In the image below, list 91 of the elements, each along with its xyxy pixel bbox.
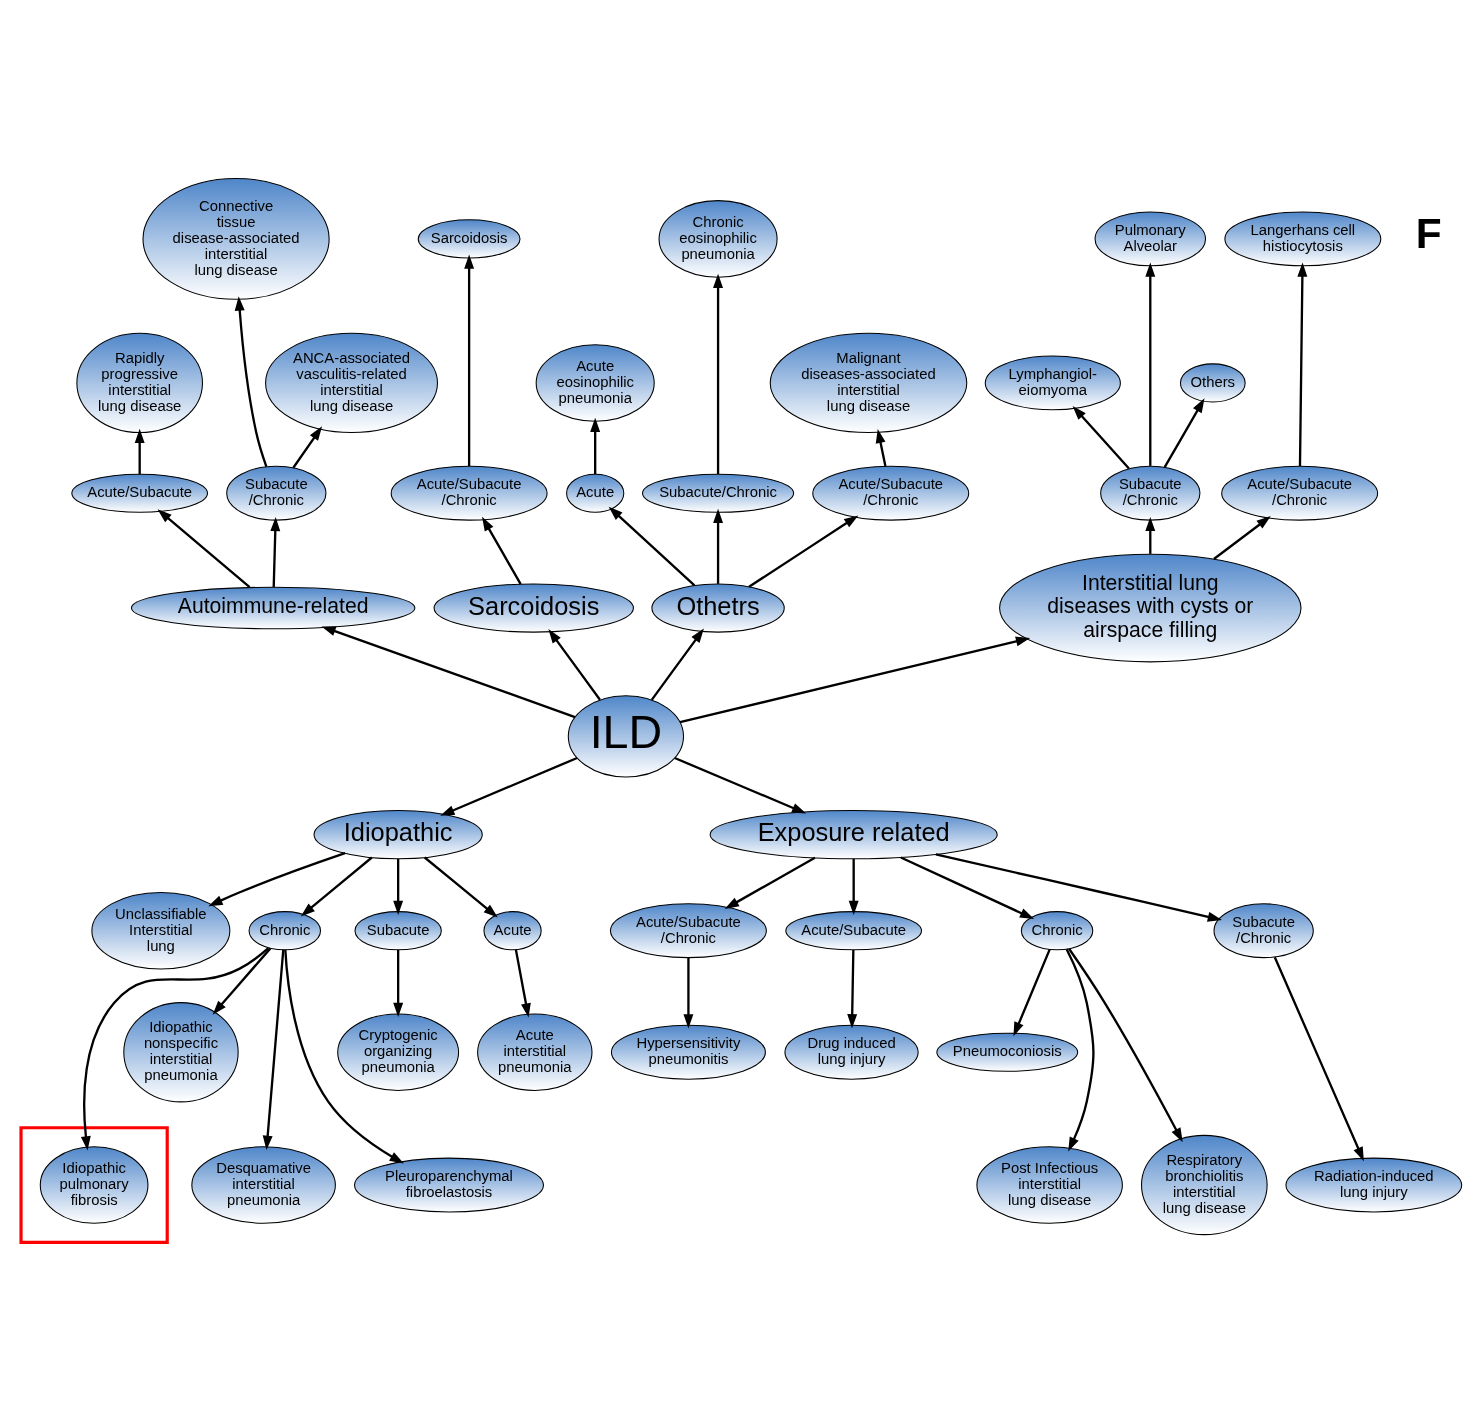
arrow bbox=[234, 295, 268, 467]
node-ellipse: Post Infectious interstitial lung disease bbox=[976, 1145, 1123, 1224]
arrow bbox=[423, 856, 498, 917]
node-ellipse: Sarcoidosis bbox=[433, 582, 634, 633]
node-ellipse: Subacute/Chronic bbox=[642, 473, 795, 513]
node-ellipse: Langerhans cell histiocytosis bbox=[1224, 210, 1382, 266]
node-ellipse: Pulmonary Alveolar bbox=[1094, 210, 1207, 266]
node-ellipse: Rapidly progressive interstitial lung disease bbox=[76, 332, 203, 433]
node-ellipse: Hypersensitivity pneumonitis bbox=[610, 1024, 766, 1080]
node-ellipse: Chronic bbox=[248, 910, 322, 950]
arrow bbox=[134, 428, 145, 474]
arrow bbox=[608, 506, 696, 586]
arrow bbox=[650, 628, 704, 701]
node-ellipse: ANCA-associated vasculitis-related interstitial lung disease bbox=[265, 332, 438, 433]
node-ellipse: Unclassifiable Interstitial lung bbox=[91, 891, 231, 969]
arrow bbox=[674, 756, 807, 813]
arrow bbox=[848, 858, 859, 915]
arrow bbox=[300, 856, 373, 916]
node-ellipse: Radiation-induced lung injury bbox=[1285, 1157, 1463, 1212]
node-ellipse: Acute/Subacute /Chronic bbox=[390, 465, 548, 521]
arrow bbox=[157, 508, 251, 588]
node-ellipse: Pneumoconiosis bbox=[936, 1032, 1079, 1072]
node-ellipse: Malignant diseases-associated interstitial lung disease bbox=[769, 332, 968, 433]
node-ellipse: Acute interstitial pneumonia bbox=[477, 1012, 593, 1091]
node-ellipse: Drug induced lung injury bbox=[784, 1024, 919, 1080]
arrow bbox=[1297, 262, 1308, 466]
arrow bbox=[1145, 262, 1156, 466]
arrow bbox=[270, 516, 281, 587]
node-ellipse: Autoimmune-related bbox=[130, 586, 416, 629]
arrow bbox=[679, 636, 1031, 723]
node-ellipse: Lymphangiol- eiomyoma bbox=[984, 355, 1121, 410]
node-ellipse: Others bbox=[1179, 362, 1246, 402]
node-ellipse: Exposure related bbox=[709, 809, 998, 859]
arrow bbox=[1145, 516, 1156, 554]
node-ellipse: Desquamative interstitial pneumonia bbox=[191, 1145, 336, 1224]
arrow bbox=[1065, 948, 1095, 1151]
node-ellipse: Chronic eosinophilic pneumonia bbox=[658, 199, 778, 278]
node-ellipse: Subacute /Chronic bbox=[226, 465, 327, 521]
node-ellipse: Othetrs bbox=[651, 582, 785, 633]
node-ellipse: Acute/Subacute /Chronic bbox=[812, 465, 970, 521]
arrow bbox=[875, 428, 887, 466]
arrow bbox=[292, 425, 323, 468]
node-ellipse: Respiratory bronchiolitis interstitial lung disease bbox=[1141, 1134, 1268, 1235]
arrow bbox=[321, 625, 576, 718]
arrow bbox=[208, 851, 346, 906]
node-ellipse: Subacute /Chronic bbox=[1100, 465, 1201, 521]
node-ellipse: Sarcoidosis bbox=[417, 218, 521, 258]
arrow bbox=[900, 855, 1035, 919]
node-ellipse: Idiopathic bbox=[313, 809, 483, 859]
node-ellipse: Subacute bbox=[354, 910, 442, 950]
arrow bbox=[80, 946, 270, 1150]
node-ellipse: Connective tissue disease-associated interstitial lung disease bbox=[142, 177, 330, 300]
arrow bbox=[1068, 947, 1183, 1142]
arrow bbox=[393, 858, 404, 915]
arrow bbox=[713, 273, 724, 474]
arrow bbox=[548, 628, 601, 700]
arrow bbox=[262, 949, 285, 1150]
arrow bbox=[1213, 515, 1271, 560]
cluster bbox=[19, 1125, 169, 1244]
arrow bbox=[748, 514, 859, 588]
node-ellipse: Idiopathic pulmonary fibrosis bbox=[39, 1145, 149, 1224]
arrow bbox=[713, 508, 724, 584]
node-ellipse: Subacute /Chronic bbox=[1213, 902, 1314, 958]
node-ellipse: Cryptogenic organizing pneumonia bbox=[337, 1012, 460, 1091]
node-ellipse: Interstitial lung diseases with cysts or airspace filling bbox=[999, 553, 1302, 662]
arrow bbox=[1013, 948, 1051, 1036]
node-ellipse: Pleuroparenchymal fibroelastosis bbox=[354, 1157, 544, 1212]
node-ellipse: Acute/Subacute bbox=[785, 910, 923, 950]
arrow bbox=[284, 949, 404, 1164]
arrow bbox=[212, 947, 272, 1015]
arrow bbox=[482, 516, 522, 585]
node-ellipse: Acute eosinophilic pneumonia bbox=[535, 343, 655, 422]
arrow bbox=[724, 856, 816, 909]
node-ellipse: Acute/Subacute /Chronic bbox=[609, 902, 767, 958]
arrow bbox=[1072, 405, 1130, 469]
arrow bbox=[1273, 956, 1364, 1161]
arrow bbox=[393, 949, 404, 1017]
arrow bbox=[847, 949, 858, 1028]
node-ellipse: Acute bbox=[566, 473, 625, 513]
arrow bbox=[590, 417, 601, 474]
arrow bbox=[1163, 397, 1205, 468]
arrow bbox=[935, 852, 1222, 922]
node-ellipse: Acute/Subacute /Chronic bbox=[1221, 465, 1379, 521]
label: F bbox=[1415, 209, 1442, 257]
arrow bbox=[683, 957, 694, 1028]
arrow bbox=[440, 756, 578, 816]
arrow bbox=[464, 254, 475, 466]
arrow bbox=[514, 949, 531, 1017]
node-ellipse: ILD bbox=[567, 694, 685, 777]
node-ellipse: Acute bbox=[483, 910, 542, 950]
node-ellipse: Acute/Subacute bbox=[71, 473, 209, 513]
